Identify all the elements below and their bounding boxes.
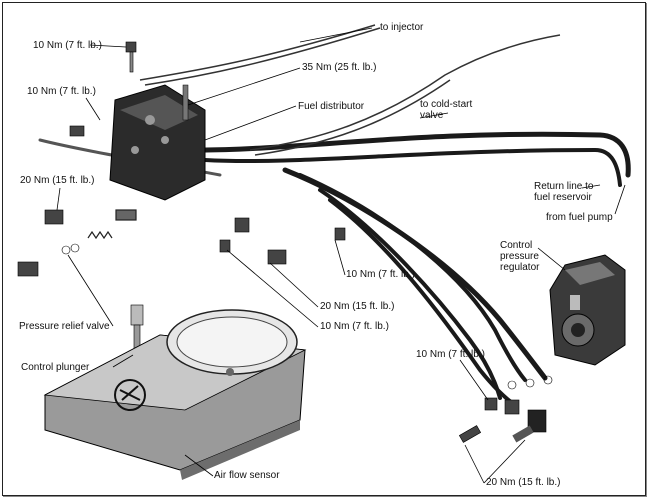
label-torque-10-low: 10 Nm (7 ft. lb.) [320,321,389,332]
label-control-plunger: Control plunger [21,362,90,373]
hose-to-plug-2 [328,198,517,407]
connector-part [512,409,547,443]
label-torque-20-mid: 20 Nm (15 ft. lb.) [320,301,395,312]
label-torque-left: 10 Nm (7 ft. lb.) [27,86,96,97]
label-control-pressure-2: pressure [500,251,539,262]
label-return-line-2: fuel reservoir [534,192,592,203]
label-return-line-1: Return line to [534,181,594,192]
label-torque-10-mid: 10 Nm (7 ft. lb.) [346,269,415,280]
hose-to-regulator-2 [298,173,527,382]
control-pressure-regulator-part [549,254,626,366]
label-to-cold-start-1: to cold-start [420,99,473,110]
hose-to-plug-1 [318,188,502,400]
label-fuel-distributor: Fuel distributor [298,101,365,112]
fuel-distributor-part [109,84,206,201]
label-torque-20-bottom: 20 Nm (15 ft. lb.) [486,477,561,488]
label-torque-10-right: 10 Nm (7 ft. lb.) [416,349,485,360]
fuel-hoses [38,131,631,407]
label-torque-35: 35 Nm (25 ft. lb.) [302,62,377,73]
fittings [17,41,553,443]
label-torque-20-left: 20 Nm (15 ft. lb.) [20,175,95,186]
air-flow-sensor-part [43,309,307,480]
thin-lines [139,24,561,156]
label-from-fuel-pump: from fuel pump [546,212,613,223]
label-to-injector: to injector [380,22,424,33]
label-control-pressure-1: Control [500,240,533,251]
relief-valve-spring [87,209,137,240]
label-torque-top: 10 Nm (7 ft. lb.) [33,40,102,51]
diagram-frame [2,2,646,496]
leader-lines [56,27,626,484]
label-to-cold-start-2: valve [420,110,444,121]
label-air-flow-sensor: Air flow sensor [214,470,280,481]
hose-main-2 [203,147,622,187]
label-control-pressure-3: regulator [500,262,540,273]
label-pressure-relief-valve: Pressure relief valve [19,321,110,332]
